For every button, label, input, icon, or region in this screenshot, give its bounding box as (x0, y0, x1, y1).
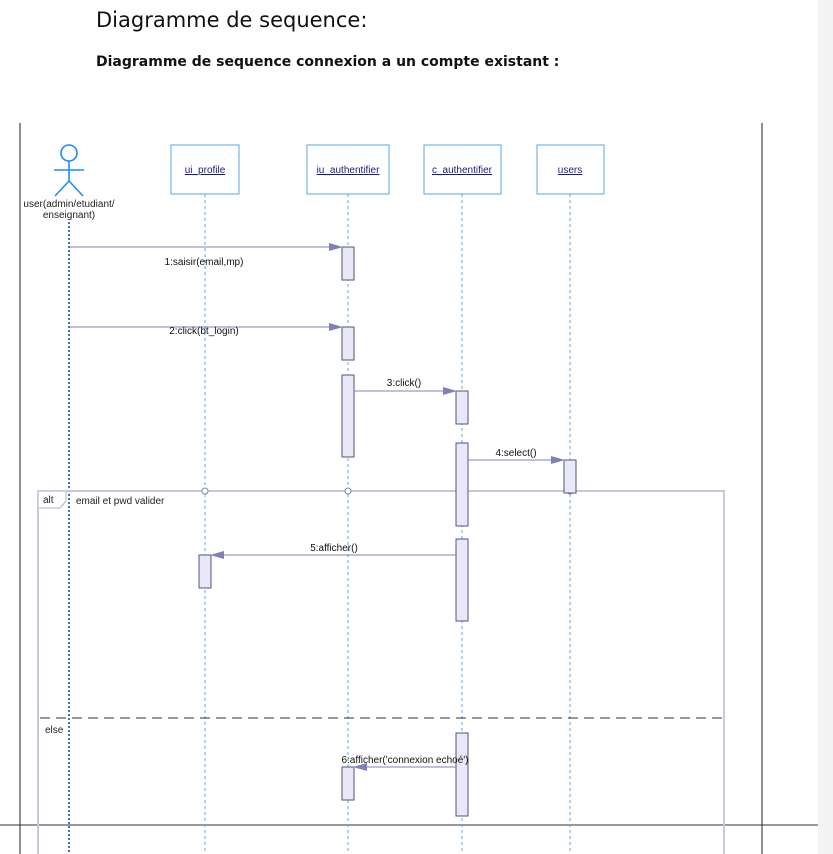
page-gutter (818, 0, 833, 854)
message-label: 6:afficher('connexion echoé') (341, 755, 468, 766)
participant-label: ui_profile (185, 165, 226, 176)
message-label: 5:afficher() (310, 543, 358, 554)
activation-bar (563, 459, 577, 494)
activation-bar (341, 374, 355, 458)
activation-bar (198, 554, 212, 589)
fragment-crossing-marker (201, 487, 209, 495)
activation-bar (341, 766, 355, 801)
activation-bar (455, 732, 469, 817)
participant-label: c_authentifier (432, 165, 493, 176)
message-4-select[interactable]: 4:select() (468, 448, 565, 464)
document-title: Diagramme de sequence: (96, 8, 368, 32)
fragment-crossing-marker (344, 487, 352, 495)
participant-ui-profile[interactable]: ui_profile (170, 144, 240, 195)
alt-guard-label: email et pwd valider (76, 496, 165, 507)
actor-left-leg (54, 180, 70, 197)
message-label: 1:saisir(email,mp) (165, 257, 244, 268)
participant-users[interactable]: users (536, 144, 605, 195)
message-label: 3:click() (387, 378, 421, 389)
document-subtitle: Diagramme de sequence connexion a un com… (96, 54, 560, 70)
message-3-click[interactable]: 3:click() (354, 378, 457, 395)
message-2-click-bt-login[interactable]: 2:click(bt_login) (70, 323, 343, 337)
alt-fragment-frame (37, 490, 725, 854)
activation-bar (455, 442, 469, 527)
actor-label-line2: enseignant) (43, 210, 95, 221)
participant-c-authentifier[interactable]: c_authentifier (423, 144, 502, 195)
activation-bar (455, 390, 469, 425)
alt-fragment[interactable]: alt email et pwd valider else (37, 490, 725, 854)
message-1-saisir[interactable]: 1:saisir(email,mp) (70, 243, 343, 268)
activation-bar (341, 246, 355, 281)
actor-right-leg (68, 180, 84, 197)
actor-user[interactable]: user(admin/etudiant/ enseignant) (23, 144, 115, 221)
alt-operator-tab (37, 490, 67, 509)
alt-operator-label: alt (43, 495, 54, 506)
message-label: 4:select() (495, 448, 536, 459)
actor-head-icon (60, 144, 78, 162)
participant-label: users (558, 165, 582, 176)
message-5-afficher[interactable]: 5:afficher() (210, 543, 456, 559)
participant-label: iu_authentifier (317, 165, 380, 176)
activation-bar (455, 538, 469, 622)
message-label: 2:click(bt_login) (169, 326, 238, 337)
participant-iu-authentifier[interactable]: iu_authentifier (306, 144, 390, 195)
activation-bar (341, 326, 355, 361)
message-6-afficher-echec[interactable]: 6:afficher('connexion echoé') (341, 755, 469, 771)
else-label: else (45, 725, 64, 736)
actor-label-line1: user(admin/etudiant/ (23, 199, 114, 210)
